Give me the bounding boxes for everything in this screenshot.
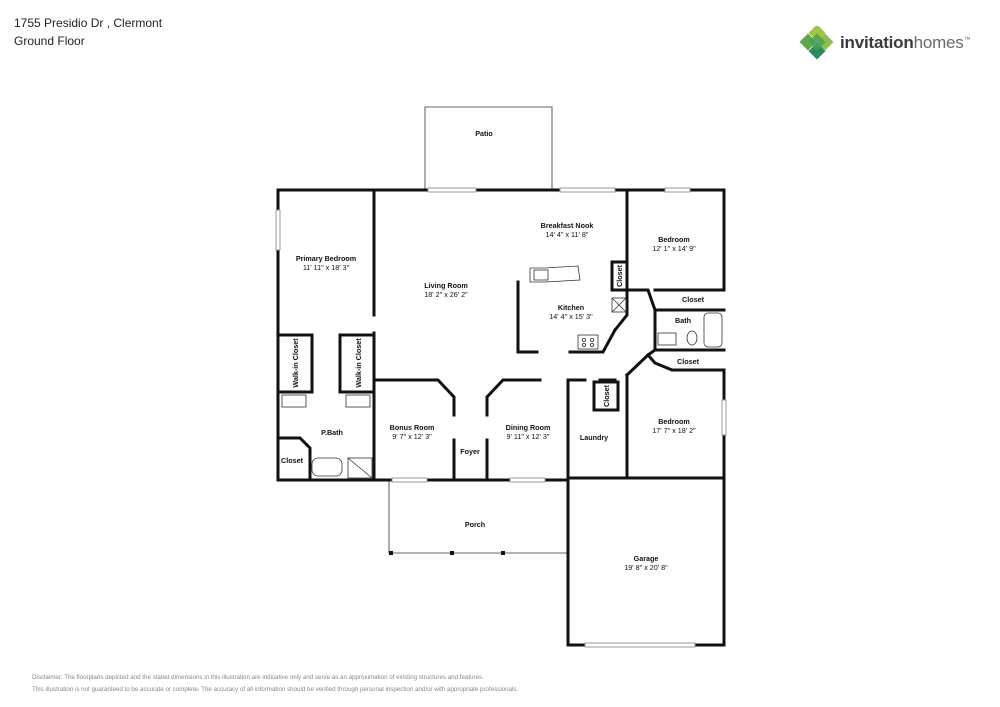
logo-wordmark: invitationhomes™	[840, 33, 971, 53]
label-p-bath: P.Bath	[321, 428, 343, 437]
logo-trademark: ™	[963, 36, 971, 44]
label-bedroom-ne: Bedroom	[658, 235, 690, 244]
toilet-icon	[686, 330, 698, 346]
dims-bedroom-se: 17' 7" x 18' 2"	[652, 426, 696, 435]
dims-bonus-room: 9' 7" x 12' 3"	[392, 432, 432, 441]
dims-primary-bedroom: 11' 11" x 18' 3"	[303, 263, 350, 272]
dims-garage: 19' 8" x 20' 8"	[624, 563, 668, 572]
windows	[275, 187, 727, 648]
label-living-room: Living Room	[424, 281, 468, 290]
label-porch: Porch	[465, 520, 485, 529]
floor-label: Ground Floor	[14, 34, 85, 48]
label-closet-laundry: Closet	[602, 384, 611, 407]
label-laundry: Laundry	[580, 433, 608, 442]
dims-living-room: 18' 2" x 26' 2"	[424, 290, 468, 299]
porch-outline	[388, 480, 568, 554]
label-walk-in-closet-2: Walk-in Closet	[354, 338, 363, 388]
label-closet-ne2: Closet	[677, 357, 700, 366]
vanity-icon	[657, 332, 677, 346]
label-bonus-room: Bonus Room	[390, 423, 435, 432]
porch-post	[389, 551, 393, 555]
sink-icon	[533, 269, 549, 281]
dims-kitchen: 14' 4" x 15' 3"	[549, 312, 593, 321]
address-text: 1755 Presidio Dr , Clermont	[14, 16, 163, 30]
porch-post	[450, 551, 454, 555]
logo-word-invitation: invitation	[840, 33, 914, 52]
p-bath-sink-icon	[345, 394, 371, 408]
label-walk-in-closet-1: Walk-in Closet	[291, 338, 300, 388]
label-closet-pbath: Closet	[281, 456, 304, 465]
header: 1755 Presidio Dr , Clermont Ground Floor	[14, 14, 162, 50]
label-closet-kitchen: Closet	[615, 264, 624, 287]
shower-icon	[347, 457, 373, 479]
logo-word-homes: homes	[913, 33, 964, 52]
label-patio: Patio	[475, 129, 493, 138]
logo-mark-icon	[799, 26, 834, 60]
room-labels: Patio Breakfast Nook 14' 4" x 11' 8" Bed…	[281, 129, 705, 572]
label-kitchen: Kitchen	[558, 303, 584, 312]
invitation-homes-logo: invitationhomes™	[798, 26, 971, 60]
patio-outline	[424, 106, 553, 190]
label-breakfast-nook: Breakfast Nook	[541, 221, 594, 230]
disclaimer-line-1: Disclaimer: The floorplans depicted and …	[32, 674, 484, 681]
label-bedroom-se: Bedroom	[658, 417, 690, 426]
fixtures	[281, 265, 723, 479]
label-closet-ne1: Closet	[682, 295, 705, 304]
dims-bedroom-ne: 12' 1" x 14' 9"	[652, 244, 696, 253]
label-garage: Garage	[634, 554, 659, 563]
bathtub-icon	[703, 312, 723, 348]
fridge-icon	[611, 297, 627, 313]
dims-breakfast-nook: 14' 4" x 11' 8"	[546, 230, 589, 239]
label-foyer: Foyer	[460, 447, 480, 456]
stove-icon	[577, 334, 599, 350]
dims-dining-room: 9' 11" x 12' 3"	[507, 432, 550, 441]
label-dining-room: Dining Room	[506, 423, 551, 432]
p-bath-sink-icon	[281, 394, 307, 408]
label-bath: Bath	[675, 316, 691, 325]
interior-walls	[276, 188, 726, 482]
porch-post	[501, 551, 505, 555]
disclaimer-line-2: This illustration is not guaranteed to b…	[32, 686, 519, 693]
p-bath-tub-icon	[311, 457, 343, 477]
label-primary-bedroom: Primary Bedroom	[296, 254, 356, 263]
